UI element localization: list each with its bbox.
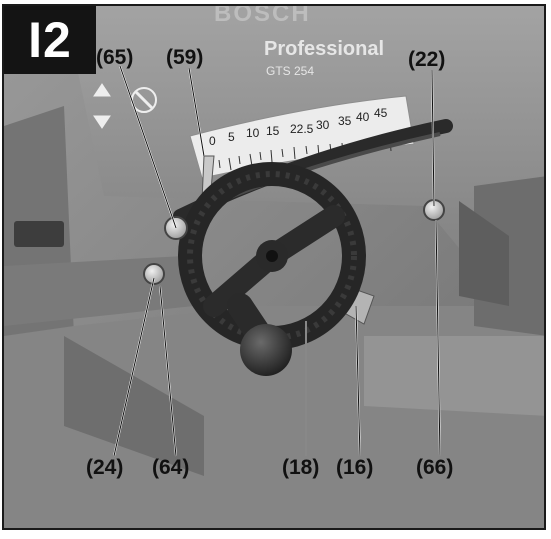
scale-label: 35 bbox=[338, 114, 352, 128]
handwheel bbox=[178, 162, 366, 376]
callout-24: (24) bbox=[86, 456, 124, 479]
callout-59: (59) bbox=[166, 46, 204, 69]
scale-label: 5 bbox=[228, 130, 235, 144]
left-slot bbox=[14, 221, 64, 247]
callout-18: (18) bbox=[282, 456, 320, 479]
handwheel-knob bbox=[240, 324, 292, 376]
scale-label: 40 bbox=[356, 110, 370, 124]
saw-illustration bbox=[4, 6, 544, 528]
model-number: GTS 254 bbox=[266, 64, 315, 78]
lower-block bbox=[364, 336, 544, 416]
figure-frame: I2 BOSCH Professional GTS 254 0 5 10 15 … bbox=[2, 4, 546, 530]
stop-screw-24 bbox=[143, 263, 165, 285]
callout-22: (22) bbox=[408, 48, 446, 71]
figure-label: I2 bbox=[4, 6, 96, 74]
scale-label: 15 bbox=[266, 124, 280, 138]
scale-label: 30 bbox=[316, 118, 330, 132]
brand-series: Professional bbox=[264, 38, 385, 60]
callout-16: (16) bbox=[336, 456, 374, 479]
callout-66: (66) bbox=[416, 456, 454, 479]
callout-65: (65) bbox=[96, 46, 134, 69]
leader-lines-dark bbox=[113, 65, 441, 457]
callout-64: (64) bbox=[152, 456, 190, 479]
scale-label: 10 bbox=[246, 126, 260, 140]
scale-label: 0 bbox=[209, 134, 216, 148]
scale-label: 22.5 bbox=[290, 122, 314, 136]
scale-label: 45 bbox=[374, 106, 388, 120]
logo-text: BOSCH bbox=[214, 4, 311, 27]
right-rib-inner bbox=[459, 201, 509, 306]
front-ledge bbox=[64, 336, 204, 476]
